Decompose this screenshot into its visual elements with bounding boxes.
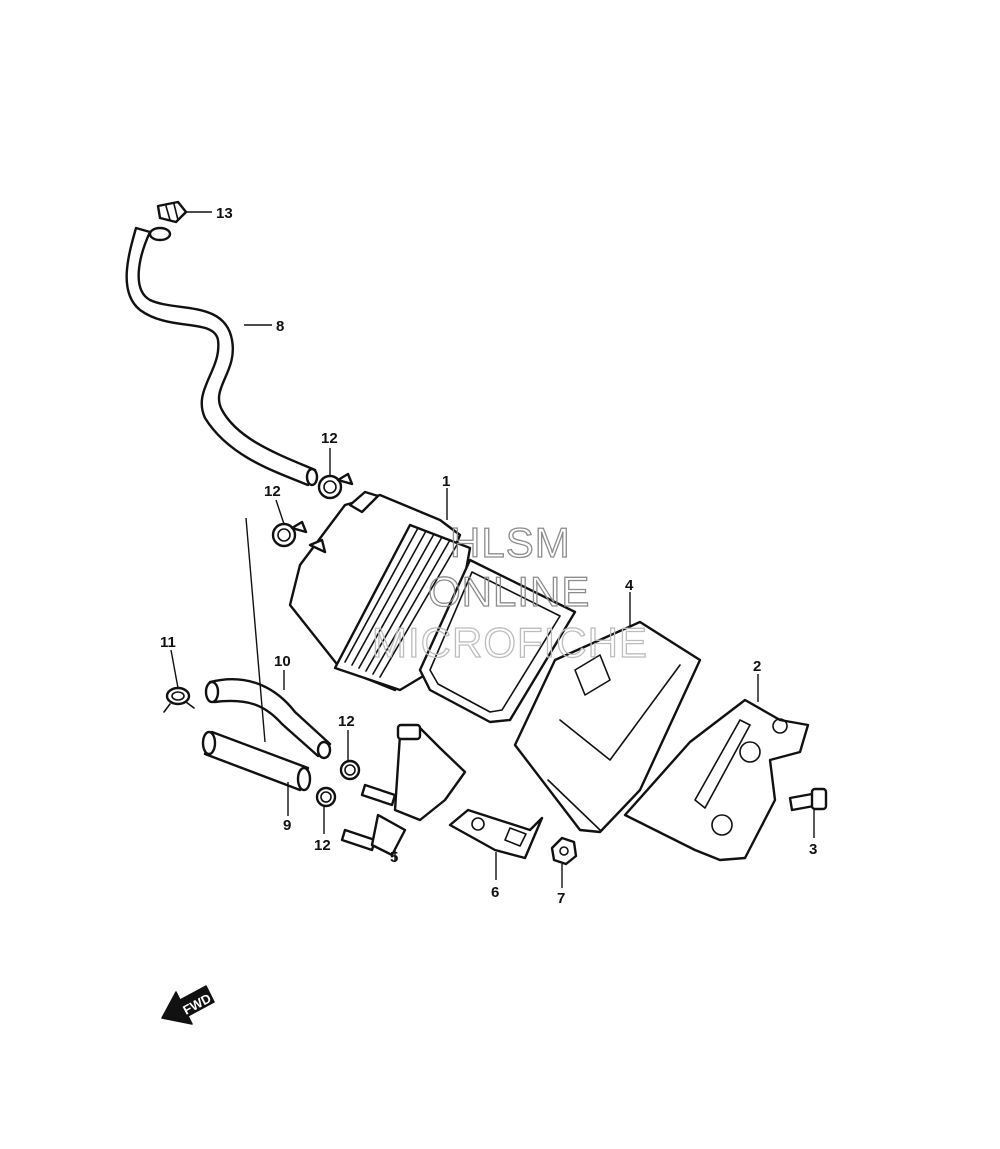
- clamp-12-mid: [339, 759, 361, 781]
- canister-1: [288, 490, 577, 724]
- callout-4: 4: [625, 577, 634, 594]
- callout-8: 8: [276, 318, 284, 335]
- hose-8: [125, 226, 319, 487]
- bracket-2: [623, 698, 810, 862]
- callout-3: 3: [809, 841, 817, 858]
- hose-9: [201, 730, 312, 792]
- watermark: HLSM ONLINE MICROFICHE: [371, 518, 648, 666]
- leader-lines: [170, 211, 815, 888]
- guide-line: [245, 517, 266, 743]
- plate-6: [448, 808, 544, 860]
- callout-1: 1: [442, 473, 450, 490]
- callout-10: 10: [274, 653, 291, 670]
- callout-6: 6: [491, 884, 499, 901]
- callout-12-left: 12: [264, 483, 281, 500]
- bolt-3: [788, 787, 828, 812]
- callout-5: 5: [390, 849, 398, 866]
- clamp-12-top: [317, 472, 354, 500]
- callout-12-top: 12: [321, 430, 338, 447]
- hose-10: [204, 677, 332, 760]
- nut-7: [550, 836, 578, 866]
- forward-arrow-icon: FWD: [161, 985, 215, 1025]
- callout-13: 13: [216, 205, 233, 222]
- callout-12-bottom: 12: [314, 837, 331, 854]
- watermark-line-2: ONLINE: [428, 568, 590, 615]
- watermark-line-3: MICROFICHE: [372, 619, 648, 666]
- cover-4: [513, 620, 702, 834]
- callout-2: 2: [753, 658, 761, 675]
- clamp-13: [156, 200, 188, 224]
- fwd-label: FWD: [180, 990, 213, 1017]
- valve-5: [340, 723, 467, 857]
- clamp-12-left: [271, 520, 308, 548]
- clamp-12-bottom: [315, 786, 337, 808]
- clip-11: [163, 686, 195, 713]
- callout-7: 7: [557, 890, 565, 907]
- callout-12-mid: 12: [338, 713, 355, 730]
- callout-9: 9: [283, 817, 291, 834]
- callout-11: 11: [160, 634, 176, 651]
- watermark-line-1: HLSM: [450, 519, 571, 566]
